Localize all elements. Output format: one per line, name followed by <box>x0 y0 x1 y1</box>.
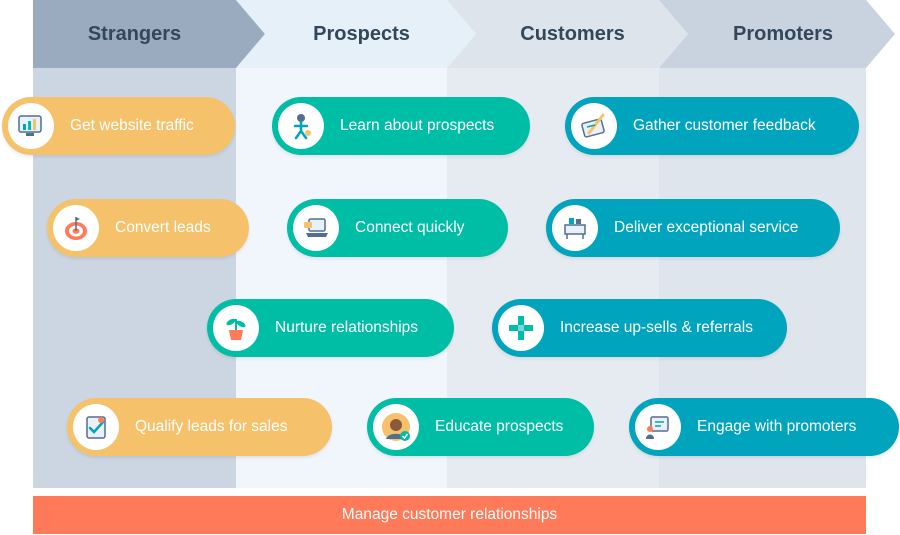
action-get-website-traffic: Get website traffic <box>2 97 235 155</box>
action-convert-leads: Convert leads <box>47 199 249 257</box>
action-label: Nurture relationships <box>275 319 419 336</box>
action-connect-quickly: Connect quickly <box>287 199 508 257</box>
analytics-dashboard-icon <box>8 103 54 149</box>
stage-label-prospects: Prospects <box>313 23 410 45</box>
service-desk-icon <box>552 205 598 251</box>
action-qualify-leads-for-sales: Qualify leads for sales <box>67 398 332 456</box>
action-nurture-relationships: Nurture relationships <box>207 299 454 357</box>
action-educate-prospects: Educate prospects <box>367 398 594 456</box>
stage-header-promoters: Promoters <box>659 0 899 68</box>
action-label: Educate prospects <box>435 418 564 435</box>
stage-label-customers: Customers <box>520 23 625 45</box>
engagement-board-icon <box>635 404 681 450</box>
stage-label-promoters: Promoters <box>732 23 834 45</box>
person-research-icon <box>278 103 324 149</box>
target-icon <box>53 205 99 251</box>
stage-header-strangers: Strangers <box>33 0 268 68</box>
checklist-icon <box>73 404 119 450</box>
action-label: Convert leads <box>115 219 211 236</box>
manage-customer-relationships-banner: Manage customer relationships <box>33 496 866 534</box>
avatar-check-icon <box>373 404 419 450</box>
action-label: Gather customer feedback <box>633 117 816 134</box>
action-gather-customer-feedback: Gather customer feedback <box>565 97 859 155</box>
stage-header-prospects: Prospects <box>236 0 481 68</box>
action-label: Deliver exceptional service <box>614 219 799 236</box>
potted-plant-icon <box>213 305 259 351</box>
action-engage-with-promoters: Engage with promoters <box>629 398 899 456</box>
laptop-chat-icon <box>293 205 339 251</box>
action-label: Qualify leads for sales <box>135 418 288 435</box>
stage-header-customers: Customers <box>447 0 693 68</box>
action-label: Learn about prospects <box>340 117 495 134</box>
action-label: Get website traffic <box>70 117 194 134</box>
growth-arrows-icon <box>498 305 544 351</box>
feedback-notepad-icon <box>571 103 617 149</box>
action-learn-about-prospects: Learn about prospects <box>272 97 530 155</box>
action-label: Increase up-sells & referrals <box>560 319 753 336</box>
banner-label: Manage customer relationships <box>341 506 558 523</box>
action-label: Engage with promoters <box>697 418 857 435</box>
action-deliver-exceptional-service: Deliver exceptional service <box>546 199 840 257</box>
action-label: Connect quickly <box>355 219 465 236</box>
stage-label-strangers: Strangers <box>87 23 182 45</box>
action-increase-upsells-referrals: Increase up-sells & referrals <box>492 299 787 357</box>
